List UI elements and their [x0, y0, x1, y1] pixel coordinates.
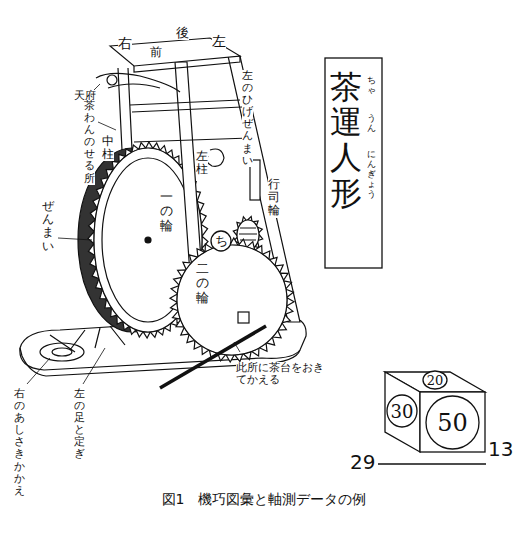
- cube-front: [420, 392, 485, 452]
- circle-node: 30: [386, 394, 418, 428]
- escape-wheel-hatch: [239, 228, 257, 240]
- circle-shape: [423, 371, 447, 389]
- axonometric-cube: [378, 372, 486, 464]
- title-text: 茶運人形: [330, 70, 362, 260]
- vertical-label: 行司輪: [268, 178, 280, 218]
- vertical-label: 左柱: [196, 150, 208, 176]
- part-label: 此所に茶台をおきてかえる: [236, 362, 326, 386]
- vertical-label: にんぎょう: [367, 150, 376, 199]
- mechanism: [20, 38, 306, 388]
- gear-tooth: [88, 232, 94, 244]
- vertical-label: 茶わんのせる所: [84, 100, 95, 185]
- vertical-label: ちゃ: [367, 76, 376, 96]
- foot-linkage: [50, 326, 125, 352]
- part-label: 左: [212, 34, 226, 49]
- vertical-label: うん: [367, 114, 376, 134]
- gear-tooth: [226, 355, 234, 362]
- foot-wheel: [40, 343, 84, 361]
- vertical-label: 一の輪: [160, 190, 173, 233]
- circle-shape: [211, 231, 231, 251]
- middle-pillar: [118, 68, 132, 150]
- circle-node: ち: [210, 230, 232, 252]
- node-label: 20: [427, 373, 444, 388]
- vertical-label: 左の足と定ぎ: [74, 388, 85, 461]
- gear-tooth: [287, 298, 294, 306]
- square-arbor: [238, 312, 249, 323]
- title-box: 茶運人形: [326, 70, 366, 260]
- axle: [145, 237, 151, 243]
- baseline: [378, 463, 486, 464]
- dimension-number: 13: [488, 438, 513, 460]
- gear-teeth: [170, 238, 294, 362]
- node-label: ち: [215, 232, 228, 250]
- circle-shape: [387, 395, 417, 427]
- node-label: 50: [437, 409, 468, 437]
- cube-left: [385, 372, 420, 452]
- part-label: 後: [176, 26, 189, 40]
- hairspring: [207, 149, 224, 166]
- cross-plate: [130, 100, 250, 142]
- circle-node: 50: [425, 395, 480, 450]
- circle-shape: [426, 396, 479, 449]
- part-label: 右: [118, 36, 132, 51]
- vertical-label: 左のひげぜんまい: [242, 70, 253, 167]
- gear-tooth: [170, 294, 177, 302]
- vertical-label: 右のあしさきかかえ: [14, 388, 25, 497]
- circle-node: 20: [422, 370, 448, 390]
- title-frame: [325, 58, 382, 268]
- vertical-label: ぜんまい: [42, 200, 54, 253]
- node-label: 30: [391, 401, 414, 422]
- caption: 図1 機巧図彙と軸測データの例: [0, 492, 528, 507]
- foot-wheel-hub: [52, 348, 72, 356]
- vertical-label: 中柱: [102, 135, 114, 161]
- leader-line: [27, 84, 240, 384]
- dimension-number: 29: [350, 451, 375, 473]
- part-label: 前: [150, 46, 162, 59]
- balance-arm: [96, 73, 180, 92]
- balance-weight: [107, 75, 117, 85]
- vertical-label: 二の輪: [196, 262, 209, 305]
- second-gear: [177, 245, 287, 355]
